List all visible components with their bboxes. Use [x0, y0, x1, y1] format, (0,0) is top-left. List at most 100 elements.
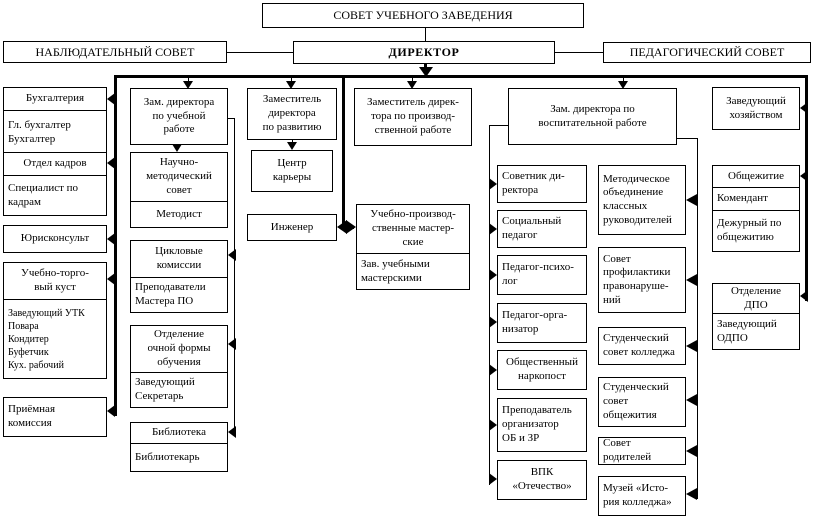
node-council: СОВЕТ УЧЕБНОГО ЗАВЕДЕНИЯ	[262, 3, 584, 28]
node-cycle-commissions: Цикловые комиссии	[130, 240, 228, 278]
arrowhead-down	[183, 81, 193, 89]
node-psychologist-label: Педагог-психо- лог	[502, 261, 574, 287]
connector-line	[234, 118, 235, 433]
node-lawyer-label: Юрисконсульт	[20, 232, 90, 245]
node-workshops-head-label: Зав. учебными мастерскими	[361, 257, 430, 284]
arrowhead-right	[489, 178, 497, 190]
node-accounting-staff: Гл. бухгалтер Бухгалтер	[3, 110, 107, 155]
connector-line	[114, 75, 808, 78]
arrowhead-left	[107, 233, 115, 245]
arrowhead-left	[686, 394, 697, 406]
arrowhead-left	[337, 220, 347, 234]
arrowhead-right	[489, 269, 497, 281]
node-fulltime-dept-label: Отделение очной формы обучения	[147, 328, 211, 368]
node-cycle-commissions-label: Цикловые комиссии	[155, 245, 203, 271]
arrowhead-left	[107, 273, 115, 285]
node-engineer-label: Инженер	[270, 220, 314, 233]
node-lawyer: Юрисконсульт	[3, 225, 107, 253]
node-museum-label: Музей «Исто- рия колледжа»	[603, 482, 672, 508]
arrowhead-left	[228, 426, 236, 438]
node-class-teachers-assoc-label: Методическое объединение классных руково…	[603, 172, 672, 226]
arrowhead-left	[800, 102, 808, 114]
node-facility-manager-label: Заведующий хозяйством	[726, 94, 786, 121]
arrowhead-left	[686, 274, 697, 286]
node-pedagogical-label: ПЕДАГОГИЧЕСКИЙ СОВЕТ	[629, 45, 785, 59]
connector-line	[228, 118, 235, 119]
node-student-council-dorm: Студенческий совет общежития	[598, 377, 686, 427]
node-accounting-staff-label: Гл. бухгалтер Бухгалтер	[8, 118, 71, 145]
arrowhead-down	[172, 144, 182, 152]
node-cycle-staff-label: Преподаватели Мастера ПО	[135, 281, 206, 307]
node-deputy-education: Зам. директора по воспитательной работе	[508, 88, 677, 145]
node-organizer-label: Педагог-орга- низатор	[502, 309, 568, 335]
node-prevention-council-label: Совет профилактики правонаруше- ний	[603, 252, 671, 306]
node-cycle-staff: Преподаватели Мастера ПО	[130, 277, 228, 313]
node-advisor: Советник ди- ректора	[497, 165, 587, 203]
node-workshops-head: Зав. учебными мастерскими	[356, 253, 470, 290]
connector-line	[623, 78, 624, 83]
node-admissions-label: Приёмная комиссия	[8, 403, 56, 429]
node-life-safety-teacher: Преподаватель организатор ОБ и ЗР	[497, 398, 587, 452]
node-narcopost-label: Общественный наркопост	[506, 356, 578, 382]
arrowhead-right	[489, 473, 497, 485]
arrowhead-left	[800, 170, 808, 182]
arrowhead-left	[228, 338, 236, 350]
connector-line	[805, 75, 808, 301]
arrowhead-left	[686, 194, 697, 206]
node-librarian: Библиотекарь	[130, 443, 228, 472]
node-deputy-development: Заместитель директора по развитию	[247, 88, 337, 140]
connector-line	[489, 125, 490, 485]
connector-line	[188, 78, 189, 83]
node-utk-staff-label: Заведующий УТК Повара Кондитер Буфетчик …	[8, 307, 85, 371]
node-utk-staff: Заведующий УТК Повара Кондитер Буфетчик …	[3, 299, 107, 379]
node-deputy-production: Заместитель дирек- тора по производ- ств…	[354, 88, 472, 146]
node-workshops-label: Учебно-производ- ственные мастер- ские	[370, 208, 456, 248]
node-engineer: Инженер	[247, 214, 337, 241]
connector-line	[425, 28, 426, 41]
arrowhead-right	[489, 419, 497, 431]
arrowhead-left	[686, 445, 697, 457]
node-pedagogical: ПЕДАГОГИЧЕСКИЙ СОВЕТ	[603, 42, 811, 63]
node-dpo-head: Заведующий ОДПО	[712, 313, 800, 350]
node-deputy-production-label: Заместитель дирек- тора по производ- ств…	[367, 96, 459, 136]
node-commandant-label: Комендант	[717, 192, 768, 205]
arrowhead-right	[346, 220, 356, 234]
node-accounting: Бухгалтерия	[3, 87, 107, 111]
node-vpk: ВПК «Отечество»	[497, 460, 587, 500]
node-methodist: Методист	[130, 201, 228, 228]
node-fulltime-staff: Заведующий Секретарь	[130, 372, 228, 408]
connector-line	[114, 75, 117, 416]
arrowhead-down	[419, 67, 433, 77]
node-hr-staff: Специалист по кадрам	[3, 175, 107, 216]
node-director: ДИРЕКТОР	[293, 41, 555, 64]
arrowhead-right	[489, 223, 497, 235]
arrowhead-left	[107, 405, 115, 417]
node-narcopost: Общественный наркопост	[497, 350, 587, 390]
node-supervisory-label: НАБЛЮДАТЕЛЬНЫЙ СОВЕТ	[35, 44, 195, 59]
node-dormitory-label: Общежитие	[728, 169, 784, 182]
node-parents-council: Совет родителей	[598, 437, 686, 465]
connector-line	[697, 138, 698, 499]
connector-line	[555, 52, 603, 53]
node-career-center: Центр карьеры	[251, 150, 333, 192]
arrowhead-left	[107, 93, 115, 105]
node-dpo-dept: Отделение ДПО	[712, 283, 800, 314]
node-vpk-label: ВПК «Отечество»	[512, 466, 572, 492]
node-social-pedagogue-label: Социальный педагог	[502, 215, 562, 241]
connector-line	[291, 78, 292, 83]
node-deputy-development-label: Заместитель директора по развитию	[262, 93, 322, 133]
node-social-pedagogue: Социальный педагог	[497, 210, 587, 248]
connector-line	[489, 125, 509, 126]
node-dpo-head-label: Заведующий ОДПО	[717, 317, 777, 344]
node-accounting-label: Бухгалтерия	[25, 92, 85, 105]
connector-line	[677, 138, 698, 139]
node-supervisory: НАБЛЮДАТЕЛЬНЫЙ СОВЕТ	[3, 41, 227, 63]
node-director-label: ДИРЕКТОР	[388, 45, 460, 59]
node-workshops: Учебно-производ- ственные мастер- ские	[356, 204, 470, 254]
arrowhead-down	[287, 142, 297, 150]
node-methodist-label: Методист	[156, 207, 202, 220]
arrowhead-down	[618, 81, 628, 89]
node-dorm-duty-label: Дежурный по общежитию	[717, 217, 782, 243]
arrowhead-down	[286, 81, 296, 89]
node-hr-label: Отдел кадров	[23, 157, 87, 170]
